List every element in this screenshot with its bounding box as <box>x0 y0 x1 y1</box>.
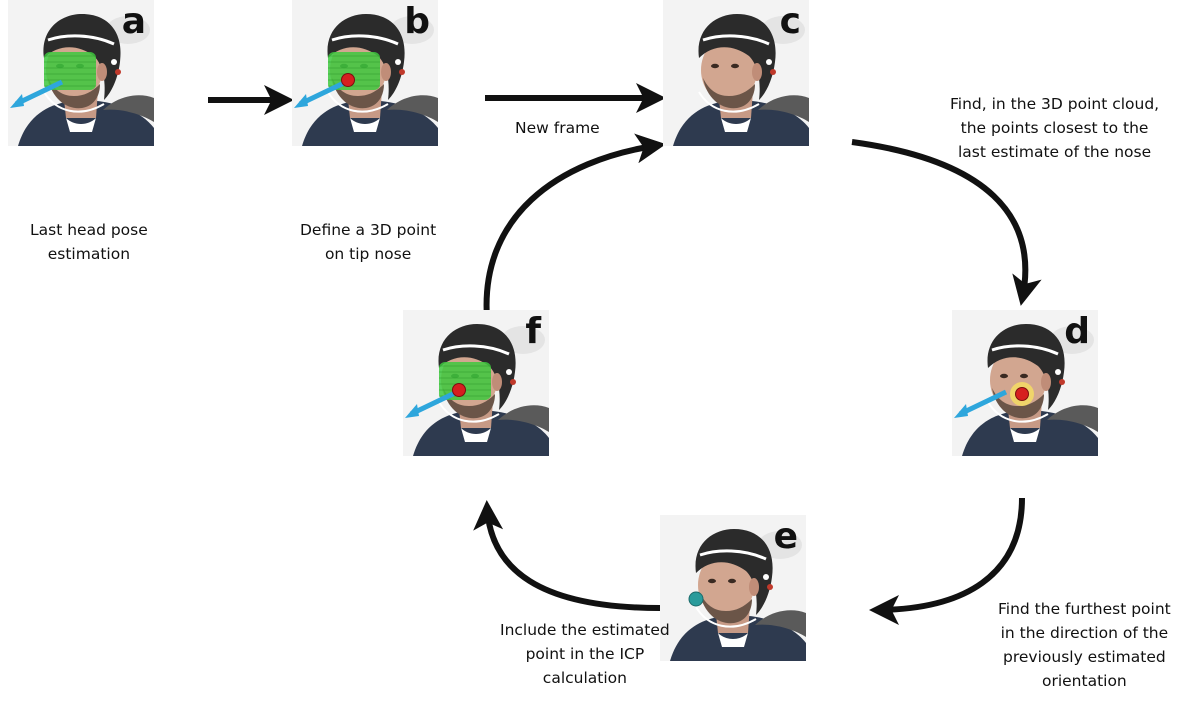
panel-e: e <box>660 515 806 661</box>
panel-label-d: d <box>1064 311 1090 352</box>
arrow-d-to-e <box>869 497 1025 625</box>
caption-new-frame: New frame <box>515 119 600 137</box>
panel-d: d <box>952 310 1098 456</box>
panel-f: f <box>403 310 549 456</box>
panel-c: c <box>663 0 809 146</box>
panel-b: b <box>292 0 438 146</box>
panel-label-a: a <box>121 1 146 42</box>
head-image-c <box>663 0 809 146</box>
head-image-d <box>952 310 1098 456</box>
panel-label-f: f <box>525 311 541 352</box>
panel-a: a <box>8 0 154 146</box>
head-image-a <box>8 0 154 146</box>
arrow-c-to-d <box>851 139 1042 306</box>
panel-label-c: c <box>779 1 801 42</box>
head-image-b <box>292 0 438 146</box>
arrow-e-to-f <box>473 500 661 611</box>
arrow-f-to-c <box>483 133 666 319</box>
panel-label-b: b <box>404 1 430 42</box>
head-image-e <box>660 515 806 661</box>
caption-c-to-d: Find, in the 3D point cloud,the points c… <box>950 95 1160 161</box>
panel-label-e: e <box>773 516 798 557</box>
head-image-f <box>403 310 549 456</box>
